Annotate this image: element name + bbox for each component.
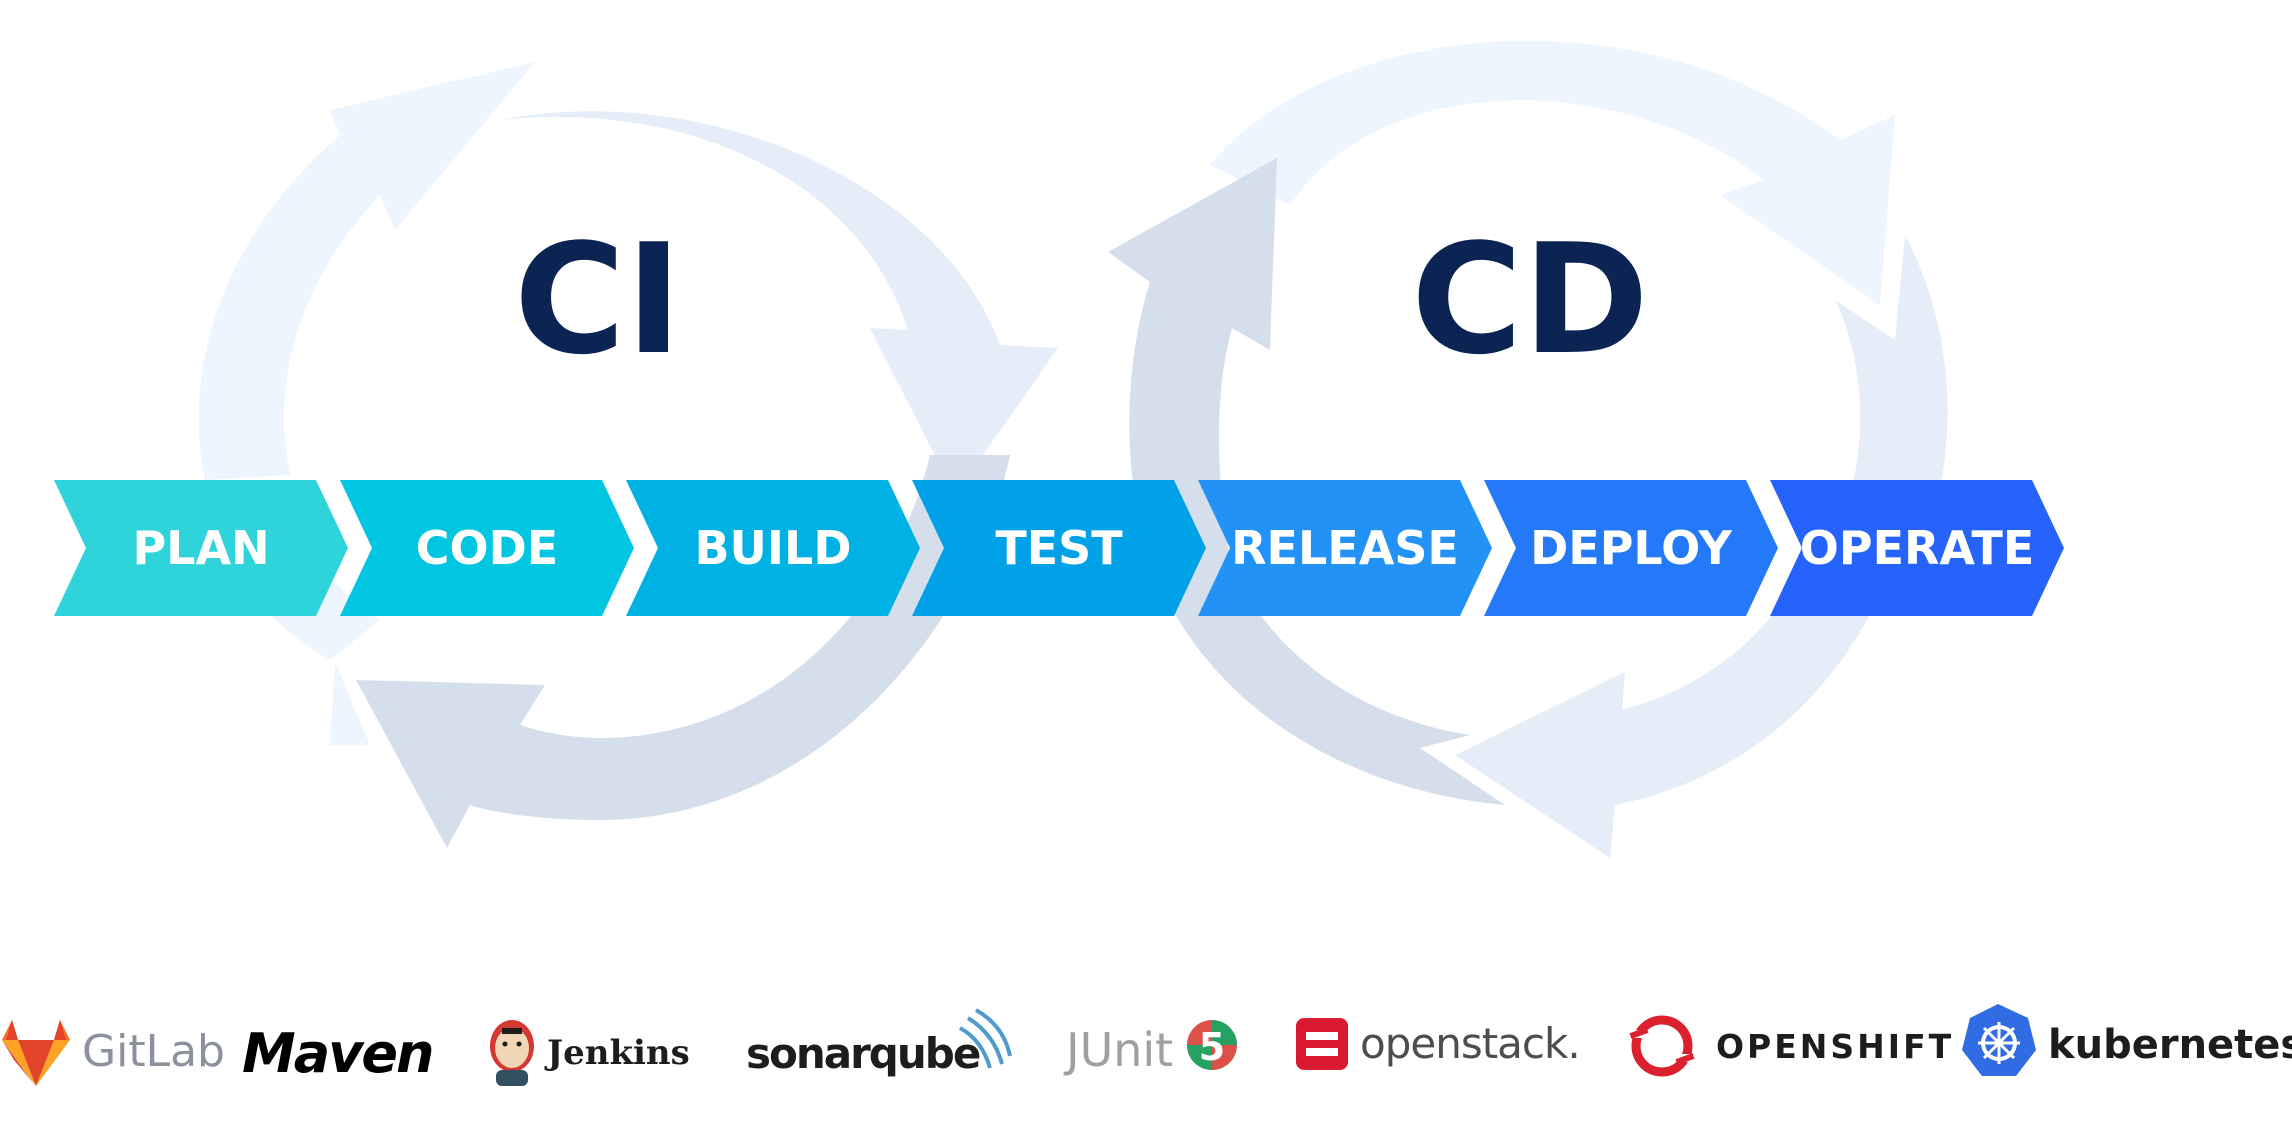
- logo-kubernetes-name: kubernetes: [2048, 1022, 2292, 1068]
- logo-openshift: OPENSHIFT: [1629, 1015, 1954, 1077]
- stage-chevron-test: [912, 480, 1206, 616]
- logo-openstack: openstack.: [1296, 1018, 1581, 1070]
- logo-junit-name: JUnit: [1063, 1023, 1173, 1077]
- stage-label-operate: OPERATE: [1800, 521, 2035, 575]
- logo-junit5: JUnit 5: [1063, 1020, 1237, 1077]
- cd-loop-arrow-left: [1150, 560, 1505, 805]
- openstack-box-icon: [1296, 1018, 1348, 1070]
- gitlab-fox-icon: [2, 1020, 70, 1086]
- ci-loop-arrow-top: [500, 111, 1058, 496]
- sonar-waves-icon: [958, 1008, 1012, 1069]
- openshift-ring-icon: [1629, 1015, 1695, 1077]
- stage-chevron-code: [340, 480, 634, 616]
- ci-loop-arrow-left: [198, 62, 535, 480]
- ci-loop-arrow-bottom-left: [330, 662, 370, 745]
- cd-loop-arrow-right: [1835, 235, 1948, 560]
- logo-gitlab: GitLab: [2, 1020, 225, 1086]
- stage-label-test: TEST: [995, 521, 1123, 575]
- pipeline-stages: PLAN CODE BUILD TEST RELEASE DEPLOY OPERATE: [54, 480, 2064, 616]
- cd-loop: [1108, 40, 1948, 858]
- junit5-badge-icon: 5: [1187, 1020, 1237, 1070]
- stage-chevron-build: [626, 480, 920, 616]
- logo-kubernetes: kubernetes: [1962, 1004, 2292, 1076]
- ci-loop-arrow-bottom: [356, 455, 1010, 848]
- logo-sonarqube: sonarqube: [746, 1008, 1012, 1078]
- logo-sonarqube-name: sonarqube: [746, 1029, 980, 1078]
- logo-jenkins: Jenkins: [490, 1020, 690, 1086]
- cd-loop-arrow-bottom: [1455, 590, 1880, 858]
- jenkins-butler-icon: [490, 1020, 534, 1086]
- logo-openstack-name: openstack.: [1360, 1019, 1580, 1068]
- tool-logos: GitLab Maven Jenkins sonarqube: [2, 1004, 2292, 1086]
- junit5-badge-number: 5: [1199, 1025, 1225, 1069]
- logo-maven-name: Maven: [242, 1022, 432, 1085]
- logo-maven: Maven: [242, 1022, 434, 1085]
- cd-loop-arrow-top: [1210, 40, 1895, 305]
- stage-label-build: BUILD: [694, 521, 851, 575]
- kubernetes-wheel-icon: [1962, 1004, 2036, 1076]
- stage-label-code: CODE: [416, 521, 558, 575]
- ci-title: CI: [514, 211, 682, 388]
- stage-chevron-release: [1198, 480, 1492, 616]
- stage-chevron-operate: [1770, 480, 2064, 616]
- stage-chevron-plan: [54, 480, 348, 616]
- stage-label-deploy: DEPLOY: [1530, 521, 1732, 575]
- ci-loop: [198, 62, 1058, 848]
- stage-label-release: RELEASE: [1231, 521, 1459, 575]
- stage-chevron-deploy: [1484, 480, 1778, 616]
- logo-gitlab-name: GitLab: [82, 1026, 225, 1077]
- stage-label-plan: PLAN: [132, 521, 269, 575]
- cd-loop-arrow-left-upper: [1108, 158, 1277, 560]
- logo-jenkins-name: Jenkins: [544, 1033, 690, 1073]
- cd-title: CD: [1411, 211, 1649, 388]
- logo-openshift-name: OPENSHIFT: [1716, 1027, 1954, 1066]
